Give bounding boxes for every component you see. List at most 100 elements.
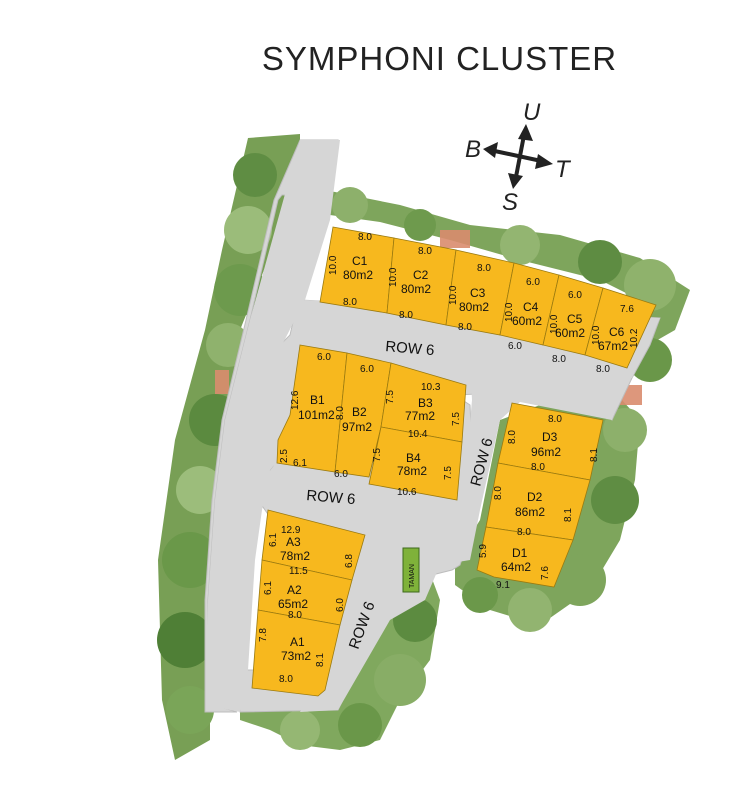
compass-north-label: U	[523, 99, 541, 126]
plot-area: 60m2	[512, 314, 542, 328]
dim: 10.0	[504, 302, 515, 322]
dim: 11.5	[289, 566, 308, 577]
plot-area: 64m2	[501, 560, 531, 574]
plot-c6[interactable]	[584, 287, 657, 369]
road-main-vertical	[206, 140, 340, 712]
plot-area: 80m2	[459, 300, 489, 314]
plot-id: C2	[413, 268, 429, 282]
compass-arrow-north	[518, 124, 533, 141]
plot-id: C4	[523, 300, 539, 314]
plot-area: 78m2	[280, 549, 310, 563]
dim: 7.5	[372, 448, 383, 462]
compass-south-label: S	[502, 189, 518, 216]
dim: 7.8	[258, 628, 269, 642]
plot-id: A1	[290, 635, 305, 649]
compass-arrow-east	[535, 154, 553, 169]
plot-area: 97m2	[342, 420, 372, 434]
plot-id: D2	[527, 490, 543, 504]
dim: 7.6	[540, 566, 551, 580]
dim: 10.6	[397, 487, 417, 498]
taman-park	[402, 547, 420, 593]
dim: 6.1	[293, 458, 307, 469]
dim: 7.5	[443, 466, 454, 480]
plot-block-d	[476, 402, 604, 588]
paving-strip	[215, 370, 229, 394]
dim: 7.5	[451, 412, 462, 426]
plot-area: 60m2	[555, 326, 585, 340]
plot-id: C5	[567, 312, 583, 326]
plot-area: 78m2	[397, 464, 427, 478]
dim: 8.0	[279, 674, 293, 685]
plot-id: A2	[287, 583, 302, 597]
dim: 8.0	[399, 310, 413, 321]
dim: 8.0	[548, 414, 562, 425]
dim: 8.0	[493, 486, 504, 500]
plot-a1[interactable]	[251, 609, 341, 697]
labels-a: 12.9 A3 78m2 6.1 6.8 11.5 A2 65m2 8.0 6.…	[258, 525, 355, 685]
dim: 8.1	[589, 448, 600, 462]
dim: 10.0	[328, 255, 339, 275]
dim: 12.9	[281, 525, 301, 536]
taman-label: TAMAN	[409, 564, 416, 588]
plot-id: B1	[310, 393, 325, 407]
plot-area: 73m2	[281, 649, 311, 663]
dim: 8.0	[358, 232, 372, 243]
plot-b4[interactable]	[368, 426, 463, 501]
dim: 8.0	[335, 406, 346, 420]
dim: 6.1	[268, 533, 279, 547]
dim: 8.1	[315, 653, 326, 667]
plot-area: 101m2	[298, 408, 335, 422]
dim: 7.6	[620, 304, 634, 315]
plot-id: B2	[352, 405, 367, 419]
labels-d: 8.0 D3 96m2 8.0 8.1 8.0 D2 86m2 8.0 8.1 …	[478, 414, 600, 591]
plot-b2[interactable]	[334, 352, 392, 478]
plot-id: B4	[406, 451, 421, 465]
plot-id: C3	[470, 286, 486, 300]
dim: 6.0	[334, 469, 348, 480]
compass-arrow-south	[508, 173, 523, 189]
plot-block-a	[251, 509, 366, 697]
compass-arrow-west	[483, 142, 498, 158]
dim: 6.8	[344, 554, 355, 568]
plot-area: 80m2	[401, 282, 431, 296]
plot-area: 80m2	[343, 268, 373, 282]
plot-d1[interactable]	[476, 526, 574, 588]
compass-west-label: B	[465, 136, 481, 163]
map-title: SYMPHONI CLUSTER	[261, 40, 618, 77]
dim: 7.5	[385, 390, 396, 404]
dim: 6.0	[317, 352, 331, 363]
dim: 6.0	[526, 277, 540, 288]
plot-id: C1	[352, 254, 368, 268]
dim: 6.0	[360, 364, 374, 375]
dim: 8.0	[458, 322, 472, 333]
plot-id: B3	[418, 396, 433, 410]
plot-id: C6	[609, 325, 625, 339]
dim: 5.9	[478, 544, 489, 558]
dim: 9.1	[496, 580, 510, 591]
plot-area: 65m2	[278, 597, 308, 611]
plot-area: 96m2	[531, 445, 561, 459]
road-label-lower: ROW 6	[306, 487, 356, 508]
paving-strip	[440, 230, 470, 248]
dim: 10.4	[408, 429, 428, 440]
labels-b: 6.0 B1 101m2 6.1 12.6 2.5 6.0 B2 97m2 6.…	[279, 352, 462, 498]
plot-area: 77m2	[405, 409, 435, 423]
dim: 10.0	[591, 325, 602, 345]
dim: 10.3	[421, 382, 441, 393]
plot-id: D1	[512, 546, 528, 560]
greenery-left	[158, 134, 300, 760]
dim: 8.0	[477, 263, 491, 274]
dim: 8.0	[288, 610, 302, 621]
road-right-vertical	[300, 360, 625, 712]
dim: 6.1	[263, 581, 274, 595]
dim: 10.0	[388, 267, 399, 287]
dim: 6.0	[335, 598, 346, 612]
compass-east-label: T	[555, 156, 572, 183]
dim: 8.0	[552, 354, 566, 365]
compass-rose: U S T B	[465, 99, 572, 216]
dim: 6.0	[508, 341, 522, 352]
plot-area: 86m2	[515, 505, 545, 519]
dim: 2.5	[279, 449, 290, 463]
dim: 10.2	[629, 328, 640, 348]
